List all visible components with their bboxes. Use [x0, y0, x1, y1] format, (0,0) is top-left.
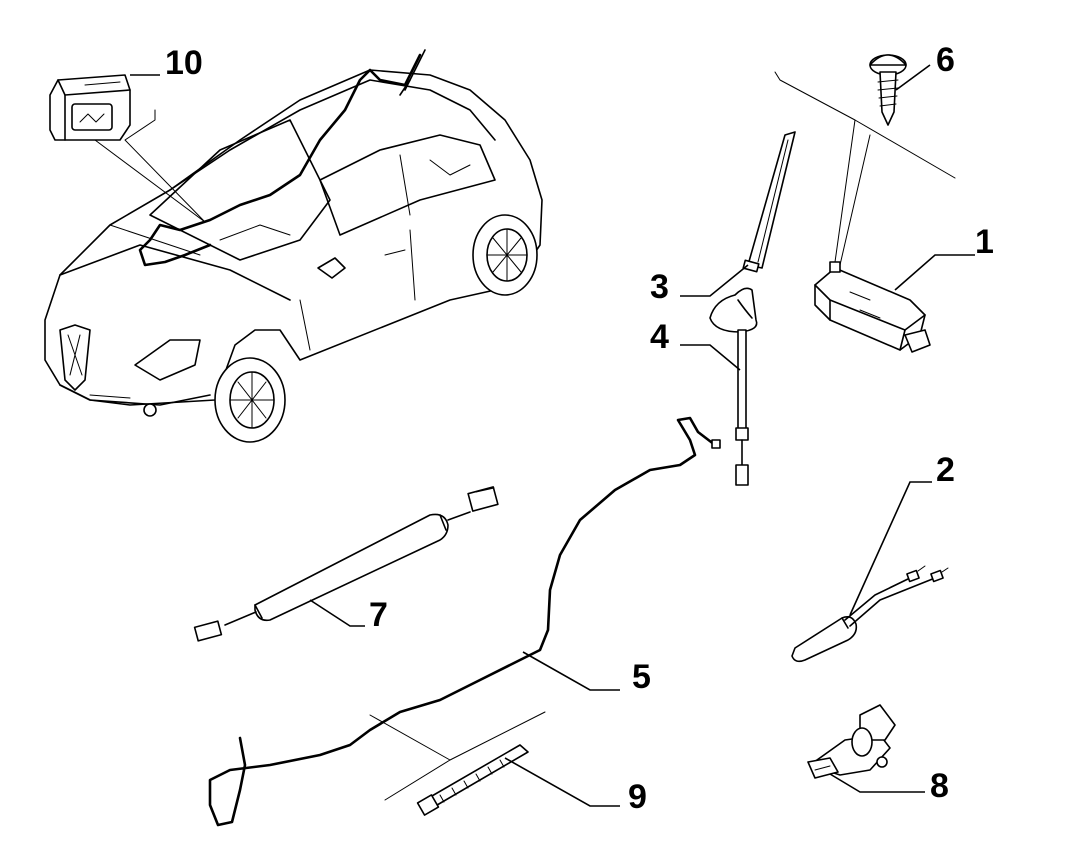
bracket-6-1-c [839, 134, 871, 266]
callout-9: 9 [628, 778, 647, 816]
callout-8: 8 [930, 767, 949, 805]
part-1-module [814, 261, 931, 353]
bracket-6-1 [774, 71, 956, 179]
callout-4: 4 [650, 318, 669, 356]
leader-1 [894, 254, 975, 291]
leader-3 [680, 264, 749, 297]
part-5-cable [208, 416, 721, 827]
part-3-antenna-mast [742, 131, 796, 273]
part-9-cable-tie [416, 744, 529, 816]
car-illustration [44, 49, 543, 443]
leader-4 [680, 344, 741, 371]
leader-8 [829, 773, 925, 793]
callout-5: 5 [632, 658, 651, 696]
part-8-clip [807, 704, 896, 779]
part-6-screw [869, 54, 907, 126]
part-7-cable [193, 486, 499, 642]
callout-1: 1 [975, 223, 994, 261]
bracket-6-1-b [834, 119, 856, 263]
leader-6 [895, 64, 931, 91]
callout-10: 10 [165, 44, 203, 82]
leader-9 [504, 757, 620, 807]
callout-3: 3 [650, 268, 669, 306]
callout-6: 6 [936, 41, 955, 79]
part-10-connector [49, 74, 131, 141]
part-2-filter [791, 565, 949, 663]
leader-10-to-car [94, 139, 206, 223]
leader-7 [309, 599, 365, 627]
callout-7: 7 [369, 596, 388, 634]
callout-2: 2 [936, 451, 955, 489]
leader-5 [522, 651, 620, 691]
bracket-9-b [384, 759, 451, 801]
leader-10-to-car-2 [124, 109, 206, 223]
leader-2 [849, 481, 932, 616]
part-4-antenna-base [709, 287, 758, 486]
